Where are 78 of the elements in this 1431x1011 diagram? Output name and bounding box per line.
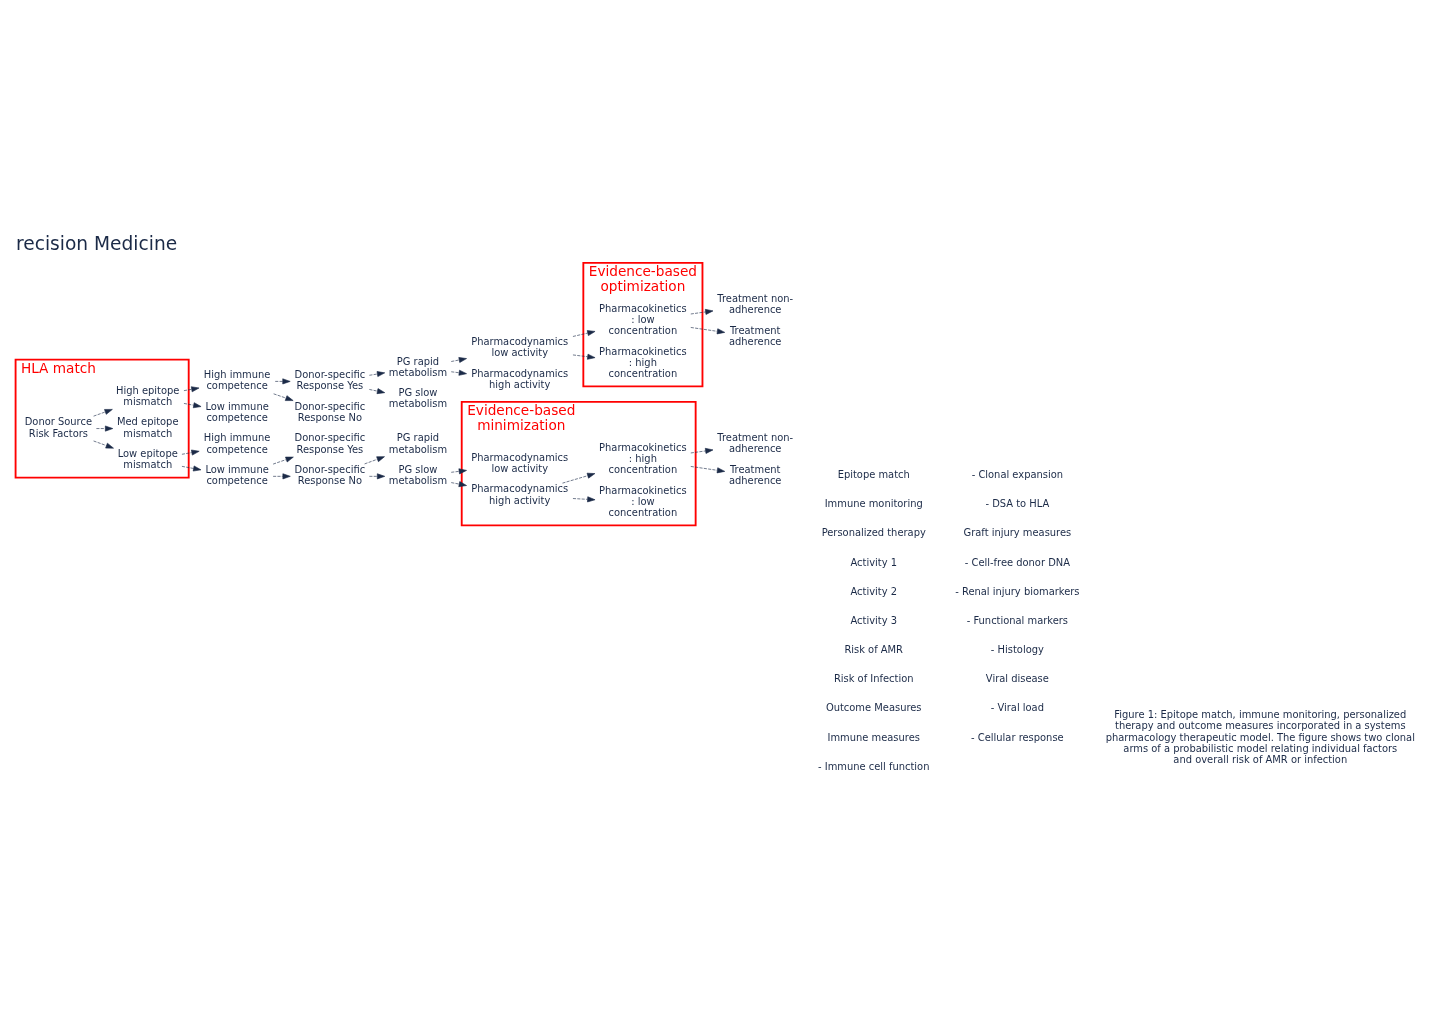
arrow: [369, 473, 386, 480]
node-text: Treatment adherence: [728, 463, 782, 486]
node-text: Donor Source Risk Factors: [24, 416, 93, 439]
arrow: [690, 309, 714, 315]
node-text: Pharmacodynamics low activity: [471, 451, 569, 474]
node-text: Donor-specific Response Yes: [294, 369, 366, 392]
label: Activity 1: [850, 556, 897, 568]
arrow: [181, 465, 202, 472]
node-text: Pharmacokinetics: low concentration: [599, 484, 687, 518]
node-text: Low immune competence: [205, 464, 269, 487]
node-text: Low epitope mismatch: [117, 447, 178, 471]
label: - Cellular response: [971, 731, 1064, 743]
label: - Cell-free donor DNA: [964, 556, 1070, 568]
arrow: [690, 448, 714, 454]
label: Risk of Infection: [833, 673, 914, 685]
diagram-title: recision Medicine: [15, 232, 178, 254]
node-text: Donor-specific Response Yes: [294, 432, 366, 455]
node-text: Treatment non-adherence: [717, 292, 794, 316]
arrow: [274, 378, 291, 385]
label: - Renal injury biomarkers: [955, 585, 1080, 597]
arrow: [272, 456, 294, 465]
arrow: [272, 473, 291, 480]
node-text: PG rapid metabolism: [388, 355, 448, 378]
node-text: PG slow metabolism: [388, 387, 448, 410]
arrow: [690, 466, 726, 474]
node-text: Low immune competence: [205, 400, 269, 423]
label: - Viral load: [990, 702, 1044, 714]
arrow: [93, 409, 113, 417]
label: Immune measures: [827, 731, 920, 743]
label: Personalized therapy: [821, 527, 926, 539]
node-text: Donor-specific Response No: [294, 464, 366, 487]
arrow: [572, 353, 596, 360]
node-text: Pharmacokinetics: low concentration: [599, 302, 687, 337]
label: Activity 2: [850, 585, 897, 597]
node-text: Treatment adherence: [728, 324, 782, 347]
arrow: [181, 449, 200, 456]
node-text: High immune competence: [203, 369, 271, 392]
arrow: [450, 369, 467, 376]
label: Outcome Measures: [825, 702, 922, 714]
arrow: [450, 468, 467, 475]
arrow: [572, 330, 596, 337]
arrow: [273, 393, 294, 401]
node-text: PG slow metabolism: [388, 464, 448, 487]
label: - Clonal expansion: [971, 469, 1064, 481]
arrow: [572, 496, 596, 503]
arrow: [183, 386, 200, 393]
label: - Immune cell function: [818, 760, 930, 772]
node-text: Treatment non-adherence: [717, 431, 794, 455]
node-text: High epitope mismatch: [116, 384, 180, 407]
label: - DSA to HLA: [985, 498, 1050, 510]
arrow: [364, 456, 385, 465]
node-text: Pharmacokinetics: high concentration: [599, 345, 687, 379]
label: - Histology: [990, 644, 1044, 656]
arrow: [450, 481, 467, 487]
label: Immune monitoring: [824, 498, 923, 510]
arrow: [93, 440, 114, 449]
node-text: PG rapid metabolism: [388, 432, 448, 455]
caption: Figure 1: Epitope match, immune monitoring, personalized therapy and outcome measures incorporated in a systems pharmacology therapeutic model. The figure shows two clonal arms of a probabilistic model relating individual factors and overall risk of AMR or infection: [1105, 709, 1415, 765]
node-text: Pharmacokinetics: high concentration: [599, 441, 687, 476]
label: Viral disease: [985, 673, 1049, 685]
label: Activity 3: [850, 614, 897, 626]
node-text: High immune competence: [203, 432, 271, 455]
arrow: [96, 425, 114, 432]
arrow: [562, 472, 596, 484]
label: Epitope match: [837, 469, 910, 481]
node-text: Pharmacodynamics high activity: [471, 367, 569, 391]
arrow: [690, 327, 726, 335]
label: Risk of AMR: [844, 644, 904, 656]
arrow: [450, 357, 467, 363]
node-text: Pharmacodynamics low activity: [471, 336, 569, 359]
label: Graft injury measures: [963, 527, 1072, 539]
arrow: [369, 388, 386, 394]
node-text: Pharmacodynamics high activity: [471, 483, 569, 506]
label: - Functional markers: [966, 614, 1069, 626]
arrow: [369, 371, 386, 377]
arrow: [183, 402, 202, 409]
node-text: Donor-specific Response No: [294, 400, 366, 423]
node-text: Med epitope mismatch: [116, 416, 179, 439]
